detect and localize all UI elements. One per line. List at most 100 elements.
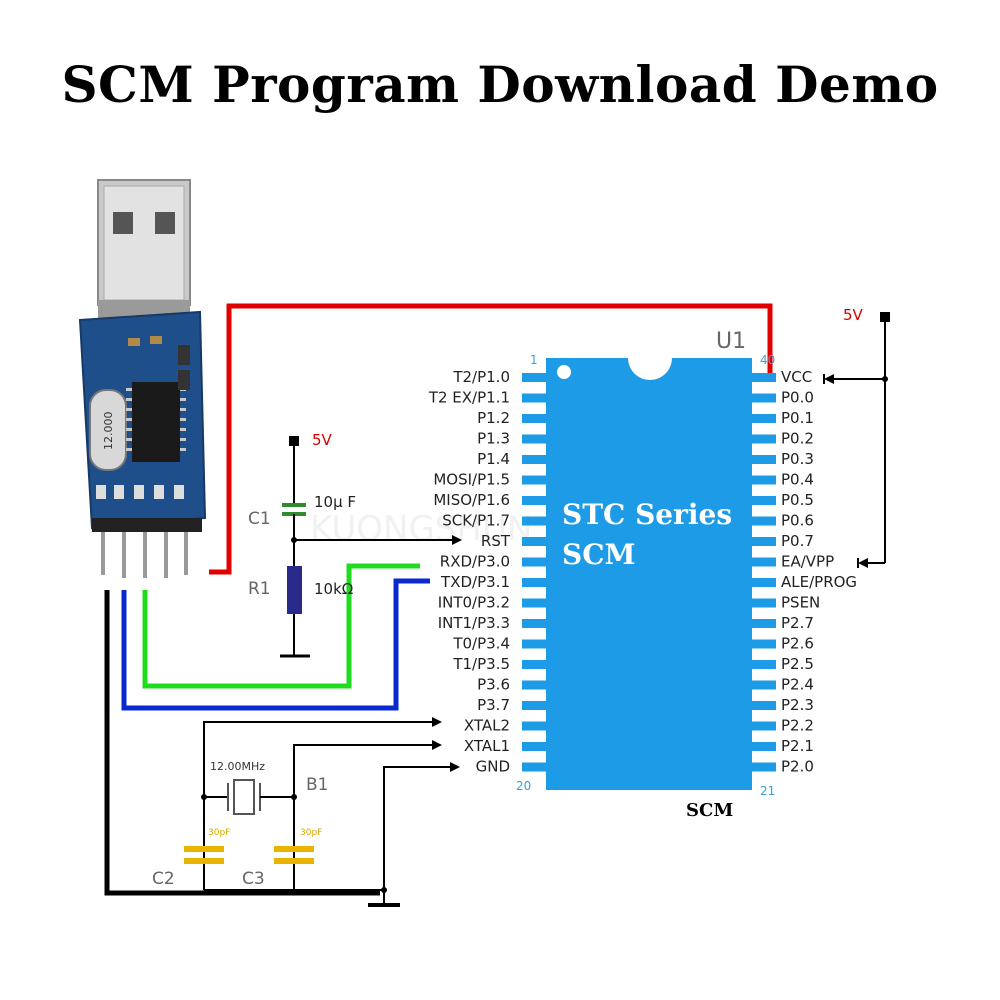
usb-ttl-module: 12.000 <box>78 179 207 578</box>
pin-label-p2-6: P2.6 <box>781 635 814 653</box>
pin-label-p0-7: P0.7 <box>781 532 814 550</box>
pin-right-p0-0 <box>750 393 776 403</box>
chip-notch <box>628 358 672 380</box>
pin-right-p0-4 <box>750 475 776 485</box>
pin-left-int0-p3-2 <box>522 598 548 608</box>
c1-label: C1 <box>248 509 271 529</box>
pin-label-p0-6: P0.6 <box>781 512 814 530</box>
pin-label-rst: RST <box>481 532 511 550</box>
pin-label-txd-p3-1: TXD/P3.1 <box>440 573 510 591</box>
pin-label-t1-p3-5: T1/P3.5 <box>452 655 510 673</box>
pin-label-p2-5: P2.5 <box>781 655 814 673</box>
c2-value: 30pF <box>208 828 230 838</box>
chip-pins <box>522 373 776 772</box>
pin-right-psen <box>750 598 776 608</box>
pin-label-int1-p3-3: INT1/P3.3 <box>438 614 510 632</box>
pin-right-vcc <box>750 373 776 382</box>
pin-right-p0-5 <box>750 496 776 505</box>
b1-label: B1 <box>306 775 328 795</box>
wire-blue-rxd <box>121 578 430 711</box>
pin-label-t2-ex-p1-1: T2 EX/P1.1 <box>428 389 510 407</box>
c3-capacitor <box>274 846 314 852</box>
pin-left-int1-p3-3 <box>522 619 548 628</box>
chip-pin1-dot <box>557 365 571 379</box>
pin-label-t0-p3-4: T0/P3.4 <box>452 635 510 653</box>
pin-number-1: 1 <box>530 353 538 367</box>
pin-left-p1-4 <box>522 455 548 464</box>
pin-right-p0-3 <box>750 455 776 464</box>
pin-label-p0-2: P0.2 <box>781 430 814 448</box>
chip-text-line1: STC Series <box>562 498 732 531</box>
pin-left-xtal1 <box>522 742 548 751</box>
reset-circuit: 5V C1 10μ F R1 10kΩ <box>248 431 462 658</box>
chip-caption: SCM <box>686 800 733 821</box>
power-label-left: 5V <box>312 431 333 449</box>
r1-value: 10kΩ <box>314 580 353 598</box>
pin-number-40: 40 <box>760 353 775 367</box>
pin-label-int0-p3-2: INT0/P3.2 <box>438 594 510 612</box>
pin-label-psen: PSEN <box>781 594 820 612</box>
watermark: KUONGSHUN <box>310 509 532 549</box>
chip-designator: U1 <box>716 329 746 354</box>
pin-left-gnd <box>522 762 548 772</box>
pin-right-p2-1 <box>750 742 776 751</box>
pin-right-p0-7 <box>750 537 776 546</box>
pin-label-p0-4: P0.4 <box>781 471 814 489</box>
r1-resistor <box>287 566 302 614</box>
pin-label-rxd-p3-0: RXD/P3.0 <box>440 553 510 571</box>
pin-label-xtal1: XTAL1 <box>464 737 510 755</box>
pin-left-p1-3 <box>522 434 548 444</box>
crystal-b1 <box>233 779 255 815</box>
pin-label-sck-p1-7: SCK/P1.7 <box>442 512 510 530</box>
pin-label-p1-2: P1.2 <box>477 409 510 427</box>
c3-value: 30pF <box>300 828 322 838</box>
pin-label-p0-5: P0.5 <box>781 491 814 509</box>
pin-left-p1-2 <box>522 414 548 423</box>
pin-label-p0-3: P0.3 <box>781 450 814 468</box>
pin-label-p1-4: P1.4 <box>477 450 510 468</box>
c3-label: C3 <box>242 869 265 889</box>
pin-left-rxd-p3-0 <box>522 557 548 567</box>
pin-right-p2-6 <box>750 639 776 649</box>
pin-label-mosi-p1-5: MOSI/P1.5 <box>433 471 510 489</box>
pin-left-xtal2 <box>522 721 548 731</box>
pin-label-p1-3: P1.3 <box>477 430 510 448</box>
pin-right-p2-0 <box>750 762 776 772</box>
pin-label-p2-4: P2.4 <box>781 676 814 694</box>
pin-left-txd-p3-1 <box>522 578 548 587</box>
c1-value: 10μ F <box>314 493 356 511</box>
chip-text-line2: SCM <box>562 538 636 571</box>
vcc-supply: 5V <box>823 306 890 568</box>
wire-black-gnd <box>104 590 380 896</box>
pin-label-gnd: GND <box>476 758 510 776</box>
pin-left-rst <box>522 537 548 546</box>
wire-green-txd <box>142 563 420 689</box>
pin-right-p2-7 <box>750 619 776 628</box>
pin-label-p2-3: P2.3 <box>781 696 814 714</box>
pin-label-p2-7: P2.7 <box>781 614 814 632</box>
pin-left-mosi-p1-5 <box>522 475 548 485</box>
pin-left-t0-p3-4 <box>522 639 548 649</box>
pin-right-p2-3 <box>750 701 776 710</box>
b1-value: 12.00MHz <box>210 760 265 773</box>
pin-label-ea-vpp: EA/VPP <box>781 553 834 571</box>
pin-label-p0-1: P0.1 <box>781 409 814 427</box>
pin-number-20: 20 <box>516 779 531 793</box>
pin-label-xtal2: XTAL2 <box>464 717 510 735</box>
r1-label: R1 <box>248 579 271 599</box>
pin-label-t2-p1-0: T2/P1.0 <box>452 368 510 386</box>
scm-chip: STC Series SCM <box>546 358 752 790</box>
pin-left-t1-p3-5 <box>522 660 548 669</box>
pin-right-ea-vpp <box>750 557 776 567</box>
pin-label-p3-6: P3.6 <box>477 676 510 694</box>
pin-right-p2-5 <box>750 660 776 669</box>
oscillator-circuit: 12.00MHz B1 30pF C2 30pF C3 <box>152 717 460 907</box>
pin-label-vcc: VCC <box>781 368 812 386</box>
pin-label-ale-prog: ALE/PROG <box>781 573 857 591</box>
pin-left-p3-6 <box>522 680 548 690</box>
pin-right-ale-prog <box>750 578 776 587</box>
pin-left-t2-ex-p1-1 <box>522 393 548 403</box>
pin-left-t2-p1-0 <box>522 373 548 382</box>
pin-right-p2-4 <box>750 680 776 690</box>
usb-crystal-label: 12.000 <box>102 412 115 451</box>
